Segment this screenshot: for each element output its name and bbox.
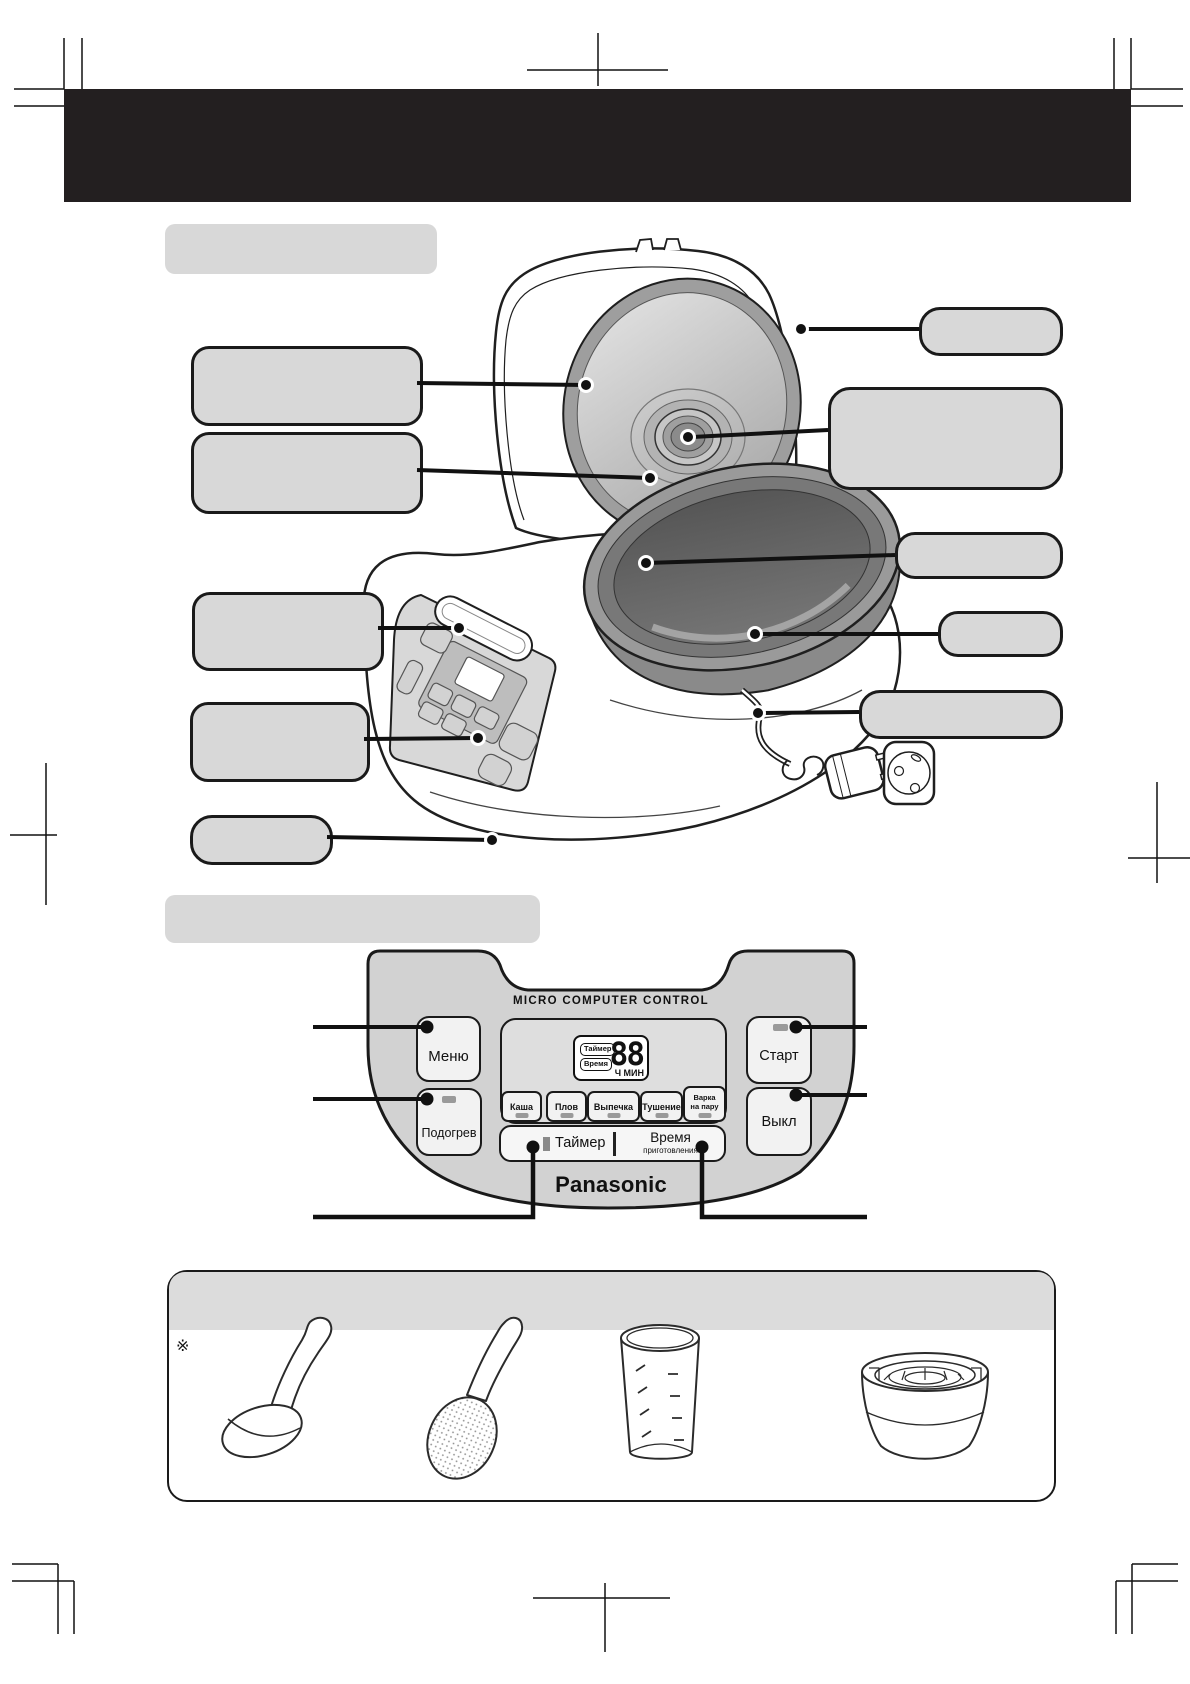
steam-valve [654,408,722,466]
socket-icon [882,740,936,806]
program-label: Каша [509,1101,534,1112]
program-label: Варка на пару [690,1093,719,1111]
callout-left-3 [192,592,384,671]
program-label: Выпечка [593,1101,634,1112]
time-chip: Время [580,1058,612,1071]
accessories-box: ※ [167,1270,1056,1502]
keep-warm-button: Подогрев [416,1088,482,1156]
callout-right-2 [828,387,1063,490]
brand-logo: Panasonic [555,1172,667,1197]
panel-title: MICRO COMPUTER CONTROL [513,995,709,1007]
callout-left-2 [191,432,423,514]
callout-right-5 [859,690,1063,739]
timer-time-bar: Таймер Время приготовления [499,1125,726,1162]
units-label: Ч МИН [614,1068,644,1078]
off-button-label: Выкл [761,1113,797,1130]
cooking-time-label-1: Время [650,1130,691,1145]
plug-icon [823,746,905,800]
body-panel-drawing [388,593,557,792]
seven-segment-digits: 88 [609,1036,645,1074]
divider [613,1132,616,1156]
start-led [773,1024,788,1031]
section-label-control-panel [165,895,540,943]
callout-left-1 [191,346,423,426]
program-button-kasha: Каша [501,1091,542,1122]
program-led [560,1113,573,1118]
keep-warm-led [442,1096,456,1103]
program-button-tushenie: Тушение [640,1091,683,1122]
callout-left-5 [190,815,333,865]
start-button: Старт [746,1016,812,1084]
program-label: Плов [554,1101,579,1112]
off-button: Выкл [746,1087,812,1156]
lcd-display: Таймер Время 88 Ч МИН [573,1035,649,1081]
lid-drawing [492,238,802,546]
cooking-time-label-2: приготовления [643,1146,698,1155]
header-band [64,89,1131,202]
program-led [698,1113,711,1118]
program-button-vypechka: Выпечка [587,1091,640,1122]
section-label-parts [165,224,437,274]
keep-warm-button-label: Подогрев [421,1126,477,1140]
body-drawing [362,517,902,841]
menu-button-label: Меню [428,1047,469,1065]
timer-area-label: Таймер [555,1135,606,1151]
program-led [655,1113,668,1118]
program-led [515,1113,528,1118]
accessories-header [169,1272,1054,1330]
callout-right-1 [919,307,1063,356]
callout-left-4 [190,702,370,782]
program-label: Тушение [642,1101,681,1112]
program-button-plov: Плов [546,1091,587,1122]
program-led [607,1113,620,1118]
start-button-label: Старт [759,1048,799,1064]
program-button-varka-na-paru: Варка на пару [683,1086,726,1122]
menu-button: Меню [416,1016,481,1082]
timer-led [543,1137,550,1151]
callout-right-3 [895,532,1063,579]
callout-right-4 [938,611,1063,657]
note-symbol: ※ [176,1338,190,1355]
